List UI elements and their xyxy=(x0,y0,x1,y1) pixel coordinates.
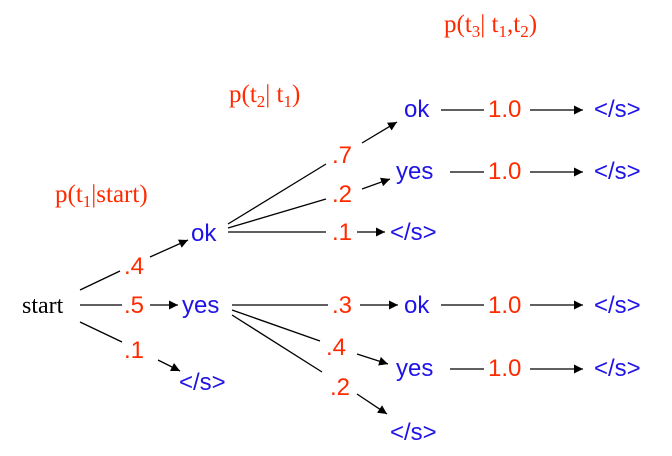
edge-start-ok-a xyxy=(79,270,121,291)
prob-yes-ok-to-end: 1.0 xyxy=(488,292,522,319)
header-p-t3-given-t1-t2: p(t3| t1,t2) xyxy=(444,11,538,41)
node-ok-level2-after-yes: ok xyxy=(404,292,430,319)
node-ok-level1: ok xyxy=(191,220,217,247)
prob-ok-yes-to-end: 1.0 xyxy=(488,158,522,185)
header-p-t2-given-t1: p(t2| t1) xyxy=(229,81,301,111)
prob-yes-to-ok: .3 xyxy=(332,292,353,319)
node-end-level1: </s> xyxy=(179,369,226,396)
prob-ok-to-ok: .7 xyxy=(332,142,353,169)
prob-yes-to-end: .2 xyxy=(330,374,351,401)
prob-ok-to-end: .1 xyxy=(332,219,353,246)
node-yes-level2-after-yes: yes xyxy=(396,355,434,382)
node-yes-level2-after-ok: yes xyxy=(396,158,434,185)
edge-yes-yes-b xyxy=(356,353,389,366)
edge-yes-end-b xyxy=(356,393,388,415)
edge-ok-ok-b xyxy=(361,121,398,144)
edge-ok-yes-a xyxy=(227,198,327,229)
prob-yes-yes-to-end: 1.0 xyxy=(488,355,522,382)
node-end-level3-yes-ok: </s> xyxy=(594,292,641,319)
edge-ok-ok-a xyxy=(227,163,327,225)
node-start: start xyxy=(22,293,64,319)
node-end-level3-ok-ok: </s> xyxy=(594,96,641,123)
prob-start-to-yes: .5 xyxy=(124,292,145,319)
prob-yes-to-yes: .4 xyxy=(326,334,347,361)
edge-start-end-a xyxy=(79,321,123,343)
prob-ok-to-yes: .2 xyxy=(332,181,353,208)
node-end-level2-after-ok: </s> xyxy=(390,219,437,246)
edge-yes-end-a xyxy=(231,314,323,373)
edge-ok-yes-b xyxy=(361,177,391,190)
prob-ok-ok-to-end: 1.0 xyxy=(488,96,522,123)
node-ok-level2-after-ok: ok xyxy=(404,96,430,123)
node-end-level3-yes-yes: </s> xyxy=(594,355,641,382)
header-p-t1-given-start: p(t1|start) xyxy=(55,181,148,211)
edge-start-ok-b xyxy=(149,239,189,258)
prob-start-to-ok: .4 xyxy=(124,253,145,280)
prob-start-to-end: .1 xyxy=(124,337,145,364)
node-yes-level1: yes xyxy=(182,292,220,319)
node-end-level2-after-yes: </s> xyxy=(390,419,437,446)
edge-yes-yes-a xyxy=(231,309,321,342)
node-end-level3-ok-yes: </s> xyxy=(594,158,641,185)
edge-start-end-b xyxy=(157,359,181,372)
